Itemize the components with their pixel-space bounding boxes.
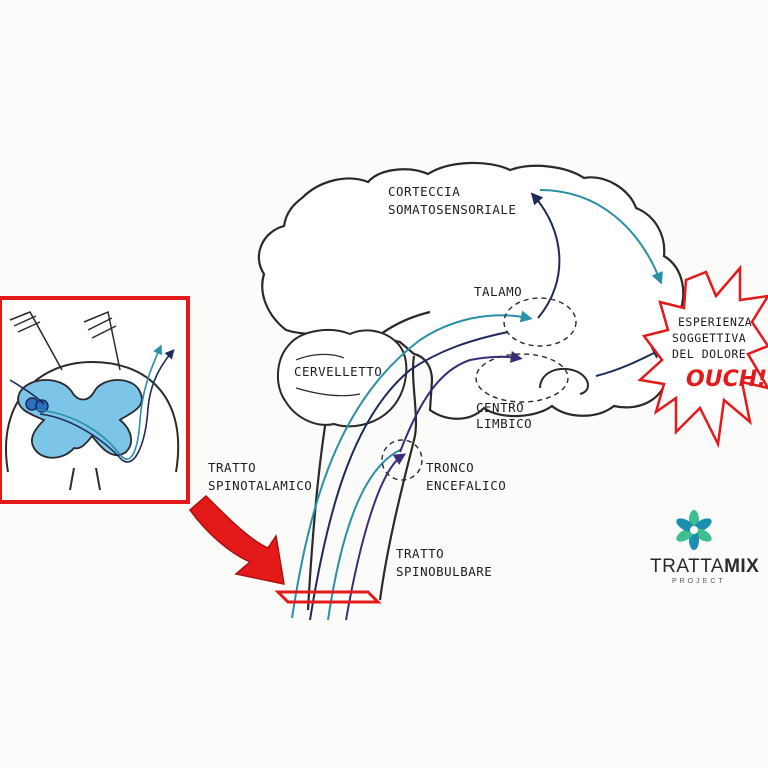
label-spinobulbar-2: SPINOBULBARE [396,564,492,579]
limbic-region [475,353,569,403]
temporal-lobe-fold [539,367,589,395]
label-pain-2: SOGGETTIVA [672,331,746,345]
label-cortex-2: SOMATOSENSORIALE [388,202,516,217]
label-pain-3: DEL DOLORE [672,347,746,361]
brain [257,161,686,611]
cerebellum-outline [276,329,408,428]
label-limbic-1: CENTRO [476,400,524,415]
label-cerebellum: CERVELLETTO [294,364,382,379]
label-pain-1: ESPERIENZA [678,315,752,329]
nerve-root-lines [9,310,121,371]
red-pointer-arrow [188,494,285,585]
tract-thalamus-cortex [530,192,561,319]
logo-flower-icon [676,510,712,550]
thalamus-region [503,297,577,347]
cerebrum-outline [257,161,686,420]
spinal-cord-inset [0,296,190,504]
logo-name-part1: TRATTA [650,556,724,577]
logo-name: TRATTAMIX [650,556,759,577]
tract-cortex-experience [539,189,663,285]
tract-limbic-experience [595,347,665,377]
label-brainstem-2: ENCEFALICO [426,478,506,493]
spinal-cord-outline [5,360,180,473]
tract-line [345,453,407,621]
dashed-regions [381,297,577,481]
label-cortex-1: CORTECCIA [388,184,460,199]
brainstem-region [381,439,423,481]
trattamix-logo: TRATTAMIX PROJECT [650,510,759,585]
ascending-fibers [9,344,175,463]
tract-line [309,331,509,621]
label-spinothalamic-2: SPINOTALAMICO [208,478,312,493]
grey-matter [17,379,143,459]
labels: CORTECCIA SOMATOSENSORIALE TALAMO CERVEL… [208,184,767,579]
label-thalamus: TALAMO [474,284,522,299]
label-limbic-2: LIMBICO [476,416,532,431]
dorsal-horn-neuron [35,399,49,413]
tract-line [291,310,533,619]
label-spinothalamic-1: TRATTO [208,460,256,475]
label-ouch: OUCH! [686,367,767,392]
logo-name-part2: MIX [724,556,759,577]
logo-subtitle: PROJECT [672,578,726,585]
spinal-tract-marker [274,590,382,604]
label-spinobulbar-1: TRATTO [396,546,444,561]
label-brainstem-1: TRONCO [426,460,474,475]
pain-starburst [637,264,768,449]
